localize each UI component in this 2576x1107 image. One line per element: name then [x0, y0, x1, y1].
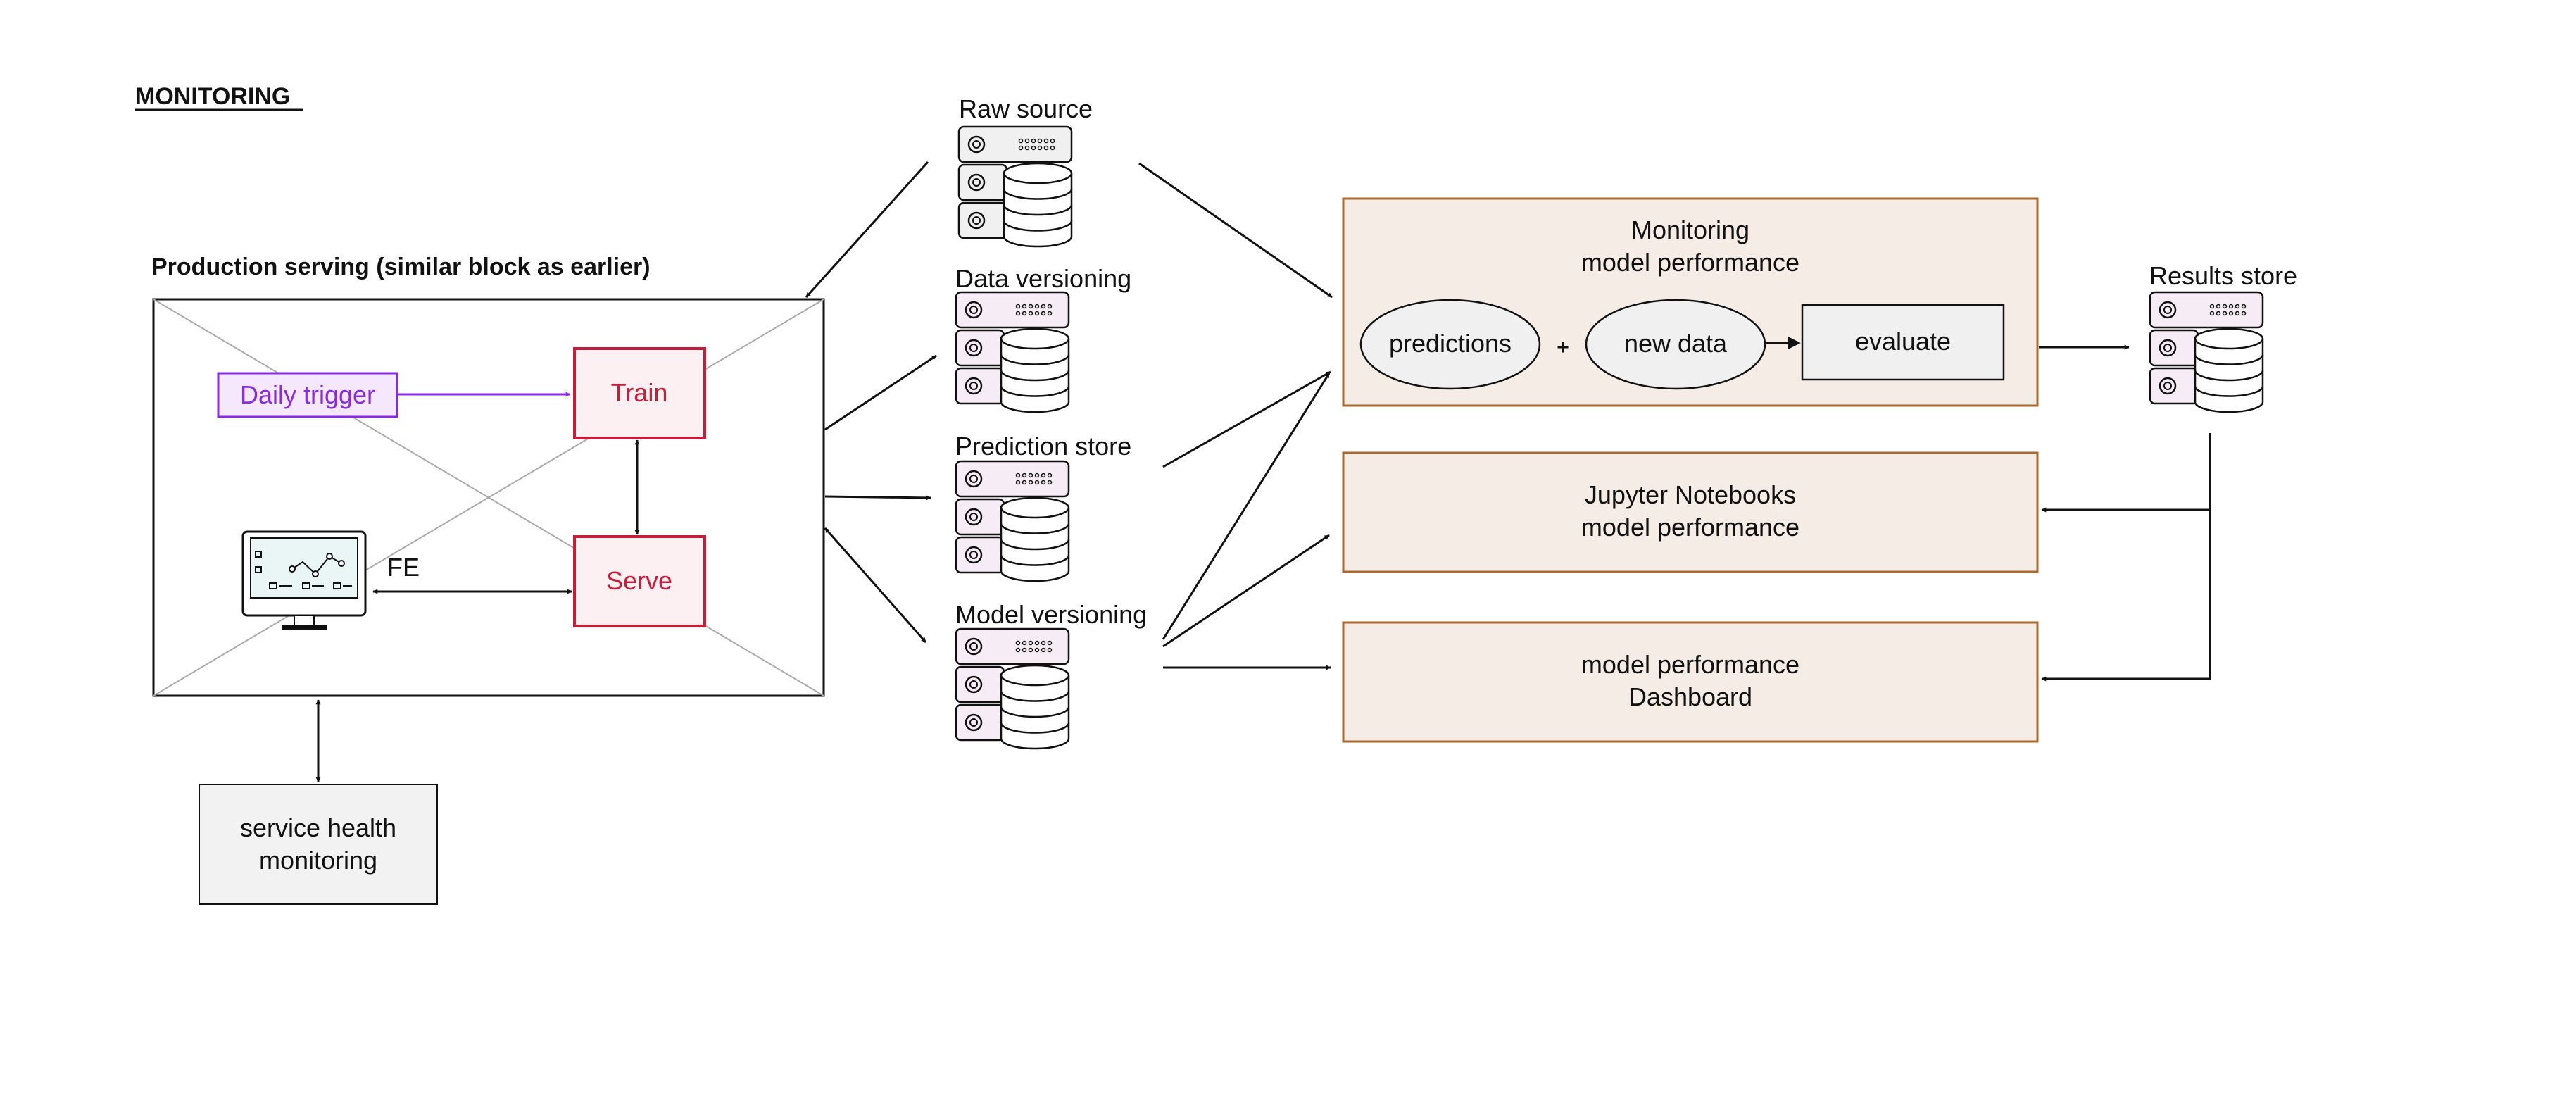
service-health-line1: service health [240, 813, 396, 842]
train-box [573, 347, 706, 439]
daily-trigger-box [217, 372, 398, 418]
fe-label: FE [387, 553, 420, 582]
model-to-monitoring-arrow [1162, 373, 1331, 640]
database-icon [955, 627, 1070, 750]
placeholder-diagonal [153, 299, 824, 696]
production-heading: Production serving (similar block as ear… [151, 254, 651, 280]
monitoring-title-line2: model performance [1581, 248, 1799, 277]
service-health-line2: monitoring [259, 846, 377, 875]
jupyter-line1: Jupyter Notebooks [1585, 480, 1796, 509]
serve-box [573, 535, 706, 627]
data-versioning-label: Data versioning [955, 264, 1131, 293]
evaluate-label: evaluate [1855, 327, 1951, 356]
monitor-icon [241, 530, 367, 630]
evaluate-box [1801, 304, 2005, 381]
database-icon [955, 460, 1070, 582]
monitoring-title-line1: Monitoring [1631, 215, 1749, 244]
page-title: MONITORING [135, 83, 290, 110]
dashboard-line1: model performance [1581, 650, 1799, 679]
jupyter-line2: model performance [1581, 513, 1799, 542]
new-data-label: new data [1624, 329, 1728, 358]
production-to-data-arrow [824, 354, 937, 431]
database-icon [957, 125, 1073, 248]
dashboard-line2: Dashboard [1628, 682, 1752, 711]
prediction-to-monitoring-arrow [1162, 370, 1331, 468]
daily-trigger-label: Daily trigger [240, 380, 375, 409]
raw-source-label: Raw source [959, 94, 1093, 123]
raw-to-production-arrow [805, 161, 929, 299]
production-model-arrow [824, 527, 927, 643]
predictions-ellipse [1359, 299, 1541, 390]
database-icon [955, 291, 1070, 413]
model-versioning-label: Model versioning [955, 600, 1147, 629]
results-to-dashboard-arrow [2041, 433, 2211, 682]
dashboard-box [1342, 621, 2039, 743]
results-store-label: Results store [2149, 261, 2297, 290]
production-to-prediction-arrow [824, 495, 931, 501]
plus-sign: + [1557, 336, 1569, 359]
serve-label: Serve [606, 566, 672, 595]
predictions-label: predictions [1389, 329, 1512, 358]
jupyter-box [1342, 451, 2039, 573]
new-data-ellipse [1585, 299, 1766, 390]
prediction-store-label: Prediction store [955, 432, 1131, 461]
database-icon [2149, 291, 2264, 413]
model-to-jupyter-arrow [1162, 534, 1330, 648]
service-health-box [199, 784, 438, 905]
train-label: Train [611, 378, 668, 407]
raw-to-monitoring-arrow [1138, 162, 1333, 299]
